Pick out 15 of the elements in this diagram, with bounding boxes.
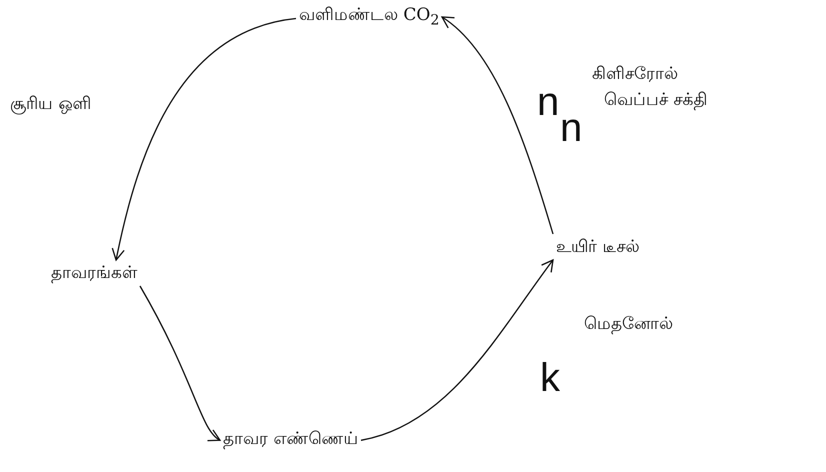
annotation-text: வெப்பச் சக்தி (604, 92, 708, 109)
node-label: உயிர் டீசல் (553, 234, 642, 260)
annotation-text: மெதனோல் (584, 316, 673, 333)
node-label: தாவர எண்ணெய் (220, 426, 362, 452)
cycle-arrow (139, 286, 221, 441)
node-label: வளிமண்டல CO$_{2}$ (296, 2, 442, 32)
cycle-arrow (360, 259, 554, 441)
cycle-arrow (441, 16, 554, 234)
symbol-glyph: k (540, 358, 560, 398)
symbol-glyph: n (560, 108, 582, 148)
cycle-arrow (112, 18, 296, 261)
node-label: தாவரங்கள் (48, 260, 140, 286)
annotation-text: சூரிய ஒளி (10, 96, 92, 113)
symbol-glyph: n (537, 82, 560, 122)
annotation-text: கிளிசரோல் (592, 66, 678, 83)
